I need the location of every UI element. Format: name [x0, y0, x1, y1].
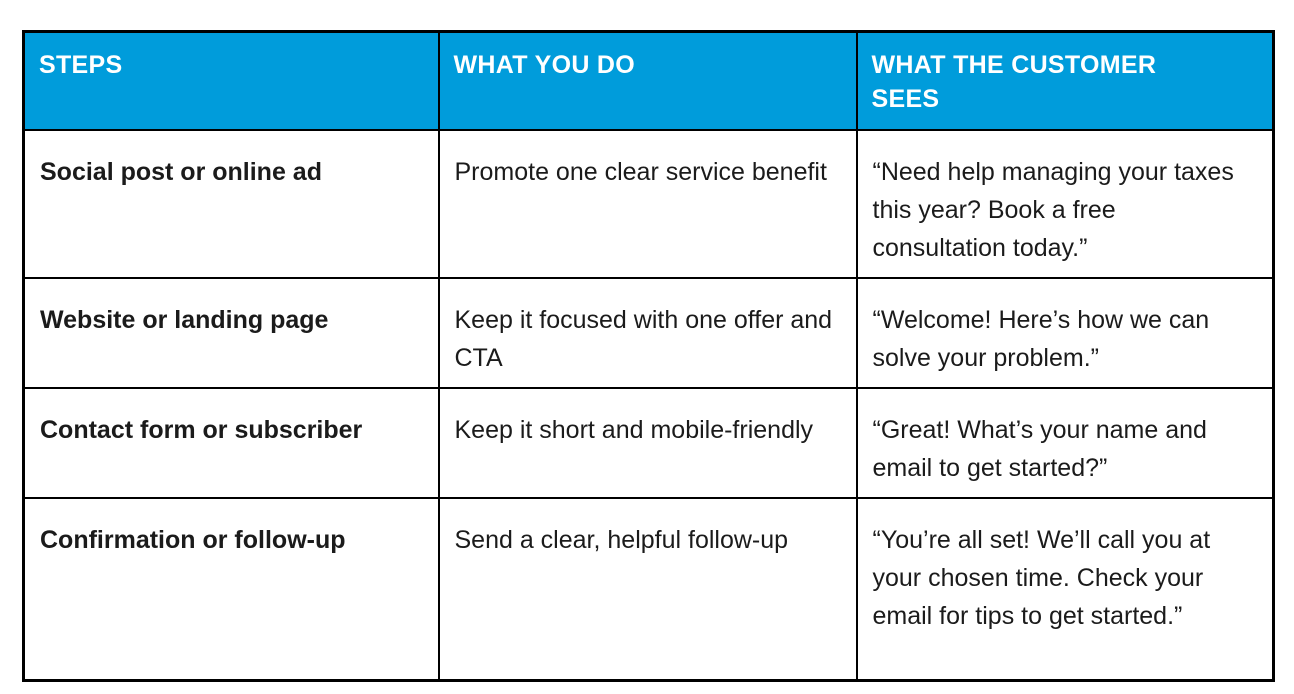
column-header-steps: STEPS [22, 30, 440, 131]
what-you-do-cell: Keep it focused with one offer and CTA [437, 276, 858, 389]
table-body: Social post or online ad Promote one cle… [22, 128, 1275, 682]
column-header-what-you-do: WHAT YOU DO [437, 30, 858, 131]
table-row: Social post or online ad Promote one cle… [22, 128, 1275, 279]
what-you-do-cell: Promote one clear service benefit [437, 128, 858, 279]
what-you-do-cell: Keep it short and mobile-friendly [437, 386, 858, 499]
table-header: STEPS WHAT YOU DO WHAT THE CUSTOMER SEES [22, 30, 1275, 131]
table-row: Website or landing page Keep it focused … [22, 276, 1275, 389]
table-row: Contact form or subscriber Keep it short… [22, 386, 1275, 499]
step-cell: Social post or online ad [22, 128, 440, 279]
what-customer-sees-cell: “Great! What’s your name and email to ge… [855, 386, 1275, 499]
step-cell: Website or landing page [22, 276, 440, 389]
what-customer-sees-cell: “You’re all set! We’ll call you at your … [855, 496, 1275, 682]
what-you-do-cell: Send a clear, helpful follow-up [437, 496, 858, 682]
table-row: Confirmation or follow-up Send a clear, … [22, 496, 1275, 682]
header-row: STEPS WHAT YOU DO WHAT THE CUSTOMER SEES [22, 30, 1275, 131]
step-cell: Confirmation or follow-up [22, 496, 440, 682]
what-customer-sees-cell: “Need help managing your taxes this year… [855, 128, 1275, 279]
column-header-what-you-do-label: WHAT YOU DO [453, 51, 636, 79]
step-cell: Contact form or subscriber [22, 386, 440, 499]
what-customer-sees-cell: “Welcome! Here’s how we can solve your p… [855, 276, 1275, 389]
column-header-what-customer-sees-label: WHAT THE CUSTOMER SEES [871, 51, 1157, 113]
funnel-steps-table: STEPS WHAT YOU DO WHAT THE CUSTOMER SEES… [22, 30, 1275, 682]
column-header-what-customer-sees: WHAT THE CUSTOMER SEES [855, 30, 1275, 131]
column-header-steps-label: STEPS [39, 51, 123, 79]
